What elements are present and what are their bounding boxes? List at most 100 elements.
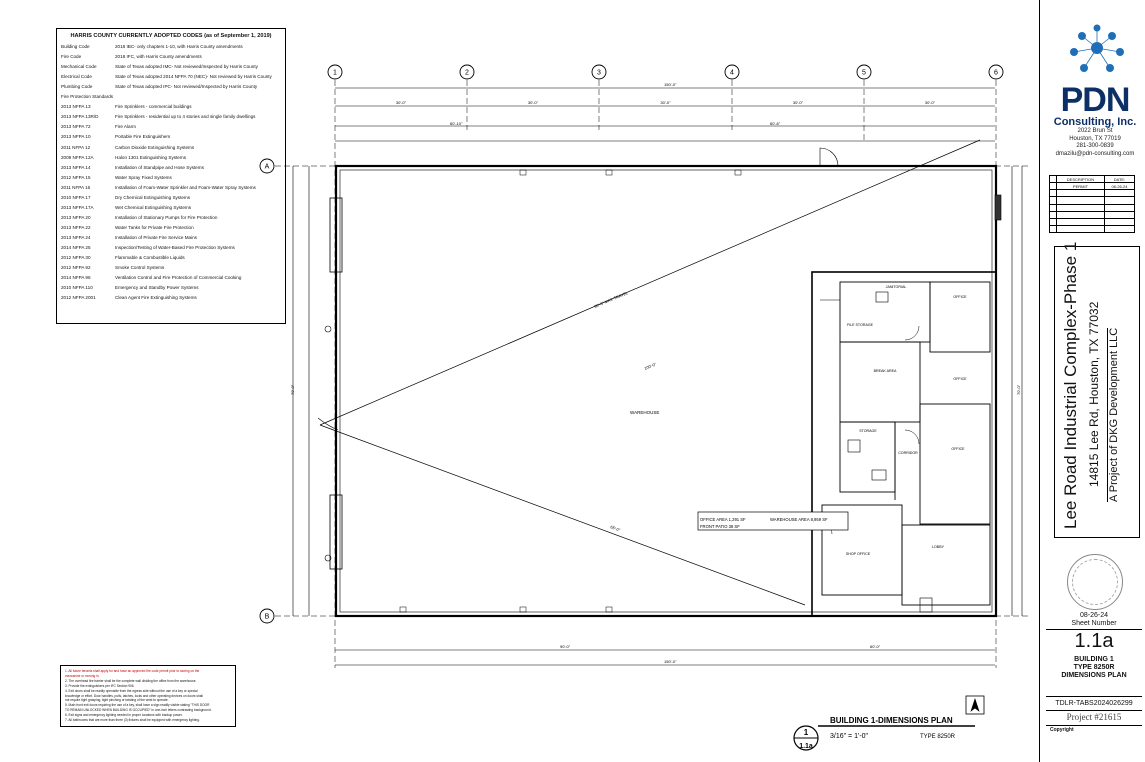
code-description: Installation of Stationary Pumps for Fir…	[115, 214, 218, 220]
code-name: 2014 NFPA 96	[61, 275, 91, 281]
project-title: Lee Road Industrial Complex-Phase 1	[1061, 241, 1080, 529]
code-name: 2012 NFPA 92	[61, 265, 91, 271]
grid-bubble-label: B	[265, 614, 270, 621]
code-name: 2013 NFPA 24	[61, 234, 91, 240]
code-description: Halon 1301 Extinguishing Systems	[115, 154, 186, 160]
grid-bubble	[724, 64, 740, 80]
room-label: CORRIDOR	[898, 451, 918, 455]
grid-bubble	[988, 64, 1004, 80]
diag-label-1: 80'-0" MAX TRAVEL	[593, 290, 629, 309]
dim-top-segment: 30'-0"	[396, 100, 407, 105]
drawing-type: TYPE 8250R	[920, 734, 956, 740]
note-line: not require tight grasping, tight pinchi…	[65, 698, 169, 703]
code-name: 2013 NFPA 17A	[61, 204, 94, 210]
code-row: 2013 NFPA 24 Installation of Private Fire…	[61, 233, 281, 243]
overall-dim-bottom: 150'-0"	[664, 659, 677, 664]
code-name: Building Code	[61, 44, 90, 50]
room-label: JANITORIAL	[886, 285, 907, 289]
sheet-date: 08-26-24	[1079, 612, 1109, 619]
engineer-seal	[1067, 554, 1123, 610]
code-description: Water Spray Fixed Systems	[115, 174, 172, 180]
note-line: mezzanine or moving in.	[65, 673, 100, 678]
dim-row2-b: 60'-6"	[770, 121, 781, 126]
note-line: 3. Provide fire extinguishers per IFC Se…	[65, 683, 135, 688]
area-label-3: FRONT PATIO 38 SF	[700, 524, 740, 529]
company-address-line: Houston, TX 77019	[1069, 135, 1121, 142]
code-row: 2012 NFPA 15 Water Spray Fixed Systems	[61, 173, 281, 183]
grid-bubble-label: 5	[862, 70, 866, 77]
code-name: 2012 NFPA 15	[61, 174, 91, 180]
code-name: 2013 NFPA 13	[61, 104, 91, 110]
company-phone: 281-300-0839	[1076, 143, 1114, 149]
room-label: SHOP OFFICE	[846, 552, 871, 556]
code-description: Installation of Standpipe and Hose Syste…	[115, 164, 204, 170]
sheet-number-label: Sheet Number	[1071, 620, 1117, 627]
code-name: 2013 NFPA 14	[61, 164, 91, 170]
dim-top-segment: 30'-0"	[660, 100, 671, 105]
code-description: Installation of Private Fire Service Mai…	[115, 234, 197, 240]
dim-bottom-b: 60'-0"	[870, 644, 881, 649]
code-description: Installation of Foam-Water Sprinkler and…	[115, 184, 256, 190]
code-description: State of Texas adopted IPC- Not reviewed…	[115, 84, 258, 90]
company-name: PDN	[1060, 81, 1131, 119]
project-owner: A Project of DKG Development LLC	[1107, 327, 1120, 502]
codes-rows: Building Code 2018 IBC- only chapters 1-1…	[61, 42, 281, 303]
code-name: Mechanical Code	[61, 64, 97, 70]
rev-date: 08-26-24	[1103, 182, 1136, 191]
code-description: Portable Fire Extinguishers	[115, 134, 171, 140]
grid-bubble-label: 4	[730, 70, 734, 77]
dim-top-segment: 30'-0"	[528, 100, 539, 105]
code-description: 2018 IBC- only chapters 1-10, with Harri…	[115, 44, 243, 50]
grid-bubble	[259, 608, 275, 624]
code-description: Emergency and Standby Power Systems	[115, 285, 199, 291]
code-name: 2009 NFPA 12A	[61, 154, 94, 160]
sheet-title-3: DIMENSIONS PLAN	[1061, 672, 1127, 679]
dim-top-segment: 30'-0"	[793, 100, 804, 105]
code-name: 2013 NFPA 13R/D	[61, 114, 99, 120]
code-name: 2010 NFPA 110	[61, 285, 93, 291]
project-number: Project #21615	[1066, 712, 1122, 722]
note-line: 5. Main front exit doors requiring the u…	[65, 703, 210, 708]
diag-label-3: 65'-0"	[610, 524, 622, 532]
code-description: Carbon Dioxide Extinguishing Systems	[115, 144, 195, 150]
code-name: 2013 NFPA 22	[61, 224, 91, 230]
room-label: FILE STORAGE	[847, 323, 874, 327]
dim-top-segment: 30'-0"	[925, 100, 936, 105]
code-name: Fire Protection Standards	[61, 94, 114, 100]
code-name: 2013 NFPA 10	[61, 134, 91, 140]
room-label: OFFICE	[953, 377, 967, 381]
dim-row2-a: 60'-10"	[450, 121, 463, 126]
grid-bubble-label: 6	[994, 70, 998, 77]
grid-bubble	[591, 64, 607, 80]
code-description: Inspection/Testing of Water-Based Fire P…	[115, 244, 235, 250]
grid-bubble-label: 2	[465, 70, 469, 77]
drawing-number: 1	[804, 728, 809, 737]
code-row: 2013 NFPA 14 Installation of Standpipe an…	[61, 163, 281, 173]
room-label: BREAK AREA	[874, 369, 897, 373]
grid-bubble	[459, 64, 475, 80]
sheet-title-2: TYPE 8250R	[1073, 664, 1115, 671]
code-description: Fire Alarm	[115, 124, 136, 130]
grid-bubble	[259, 158, 275, 174]
code-description: 2018 IFC, with Harris County amendments	[115, 54, 202, 60]
code-row: Fire Protection Standards	[61, 92, 281, 102]
right-dim: 70'-0"	[1016, 384, 1021, 395]
code-name: 2012 NFPA 2001	[61, 295, 96, 301]
code-row: Building Code 2018 IBC- only chapters 1-1…	[61, 42, 281, 52]
code-description: Fire Sprinklers - residential up to 4 st…	[115, 114, 256, 120]
grid-bubble	[856, 64, 872, 80]
tdlr-number: TDLR-TABS2024026299	[1055, 700, 1133, 707]
code-name: Electrical Code	[61, 74, 92, 80]
note-line: 7. All bathrooms that are more than thre…	[65, 718, 200, 723]
note-line: 2. The overhead fire barrier shall be th…	[65, 678, 197, 683]
note-line: knowledge or effort. Door handles, pulls…	[65, 693, 203, 698]
